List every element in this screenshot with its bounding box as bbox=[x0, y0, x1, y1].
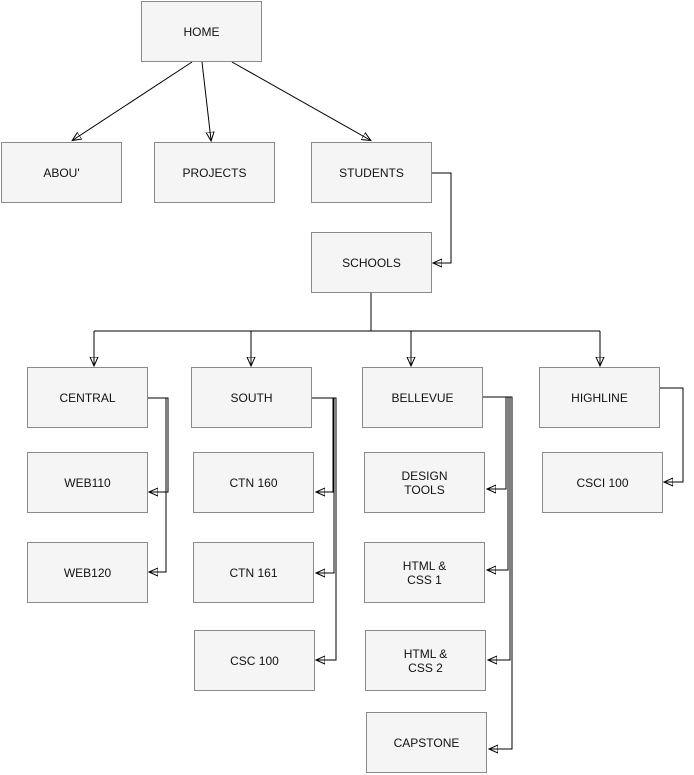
node-about: ABOU' bbox=[1, 142, 122, 203]
edge-south-ctn160 bbox=[312, 397, 334, 492]
edge-students-schools bbox=[432, 172, 452, 263]
node-bellevue: BELLEVUE bbox=[362, 367, 483, 428]
edge-bellevue-html-css-1 bbox=[482, 396, 509, 570]
edge-home-projects bbox=[201, 61, 211, 140]
node-highline: HIGHLINE bbox=[539, 367, 660, 428]
edge-home-students bbox=[231, 61, 370, 140]
node-design-tools: DESIGN TOOLS bbox=[364, 452, 485, 513]
node-ctn160: CTN 160 bbox=[193, 452, 314, 513]
edge-south-csc100 bbox=[312, 397, 337, 660]
node-schools: SCHOOLS bbox=[311, 232, 432, 293]
edge-home-about bbox=[73, 61, 193, 140]
node-web120: WEB120 bbox=[27, 542, 148, 603]
edge-highline-csci100 bbox=[660, 387, 684, 482]
node-capstone: CAPSTONE bbox=[366, 712, 487, 773]
edge-central-web120 bbox=[148, 397, 167, 572]
node-csci100: CSCI 100 bbox=[542, 452, 663, 513]
node-south: SOUTH bbox=[191, 367, 312, 428]
node-web110: WEB110 bbox=[27, 452, 148, 513]
edge-south-ctn161 bbox=[312, 397, 335, 573]
node-html-css-2: HTML & CSS 2 bbox=[365, 630, 486, 691]
edge-central-web110 bbox=[148, 397, 169, 492]
node-projects: PROJECTS bbox=[154, 142, 275, 203]
node-html-css-1: HTML & CSS 1 bbox=[364, 542, 485, 603]
node-home: HOME bbox=[141, 1, 262, 62]
node-csc100: CSC 100 bbox=[194, 630, 315, 691]
edge-bellevue-capstone bbox=[482, 396, 513, 749]
edge-bellevue-design-tools bbox=[482, 396, 507, 489]
node-ctn161: CTN 161 bbox=[193, 542, 314, 603]
node-students: STUDENTS bbox=[311, 142, 432, 203]
node-central: CENTRAL bbox=[27, 367, 148, 428]
